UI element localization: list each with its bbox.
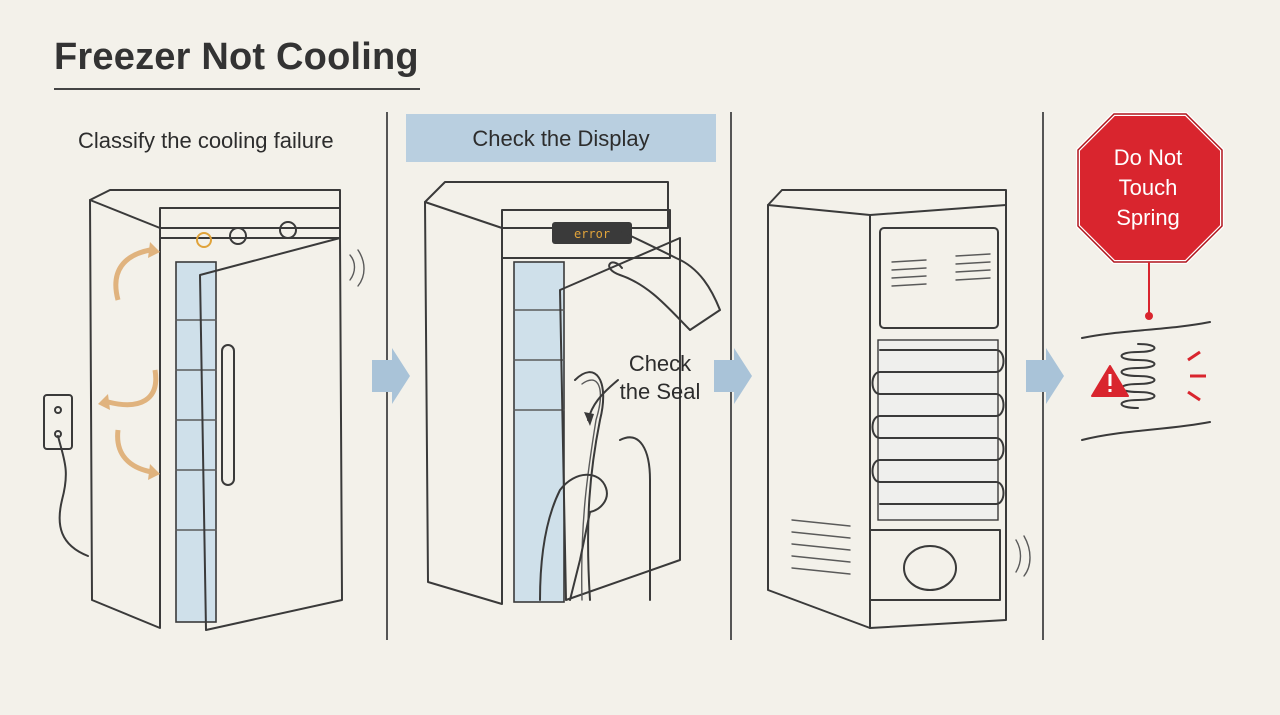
light-icon [196,232,212,248]
title-underline [54,88,420,90]
wall-outlet-icon [43,394,89,557]
panel-2-caption: Check the Display [472,126,650,151]
warning-icon [1091,365,1129,397]
freezer-panel-2: error [424,181,721,605]
next-arrow-icon [714,348,752,404]
hand-icon [539,473,608,601]
freezer-panel-3 [767,189,1031,629]
stop-sign-text: Do Not Touch Spring [1113,145,1183,230]
airflow-arrow-icon [115,429,153,475]
dial-icon [279,221,297,239]
condenser-coils [871,339,1005,521]
next-arrow-icon [1026,348,1064,404]
freezer-panel-4 [1076,112,1224,441]
door-seal [574,371,605,601]
hand-icon [608,231,721,331]
panel-1-caption: Classify the cooling failure [78,128,334,153]
next-arrow-icon [372,348,410,404]
page-title: Freezer Not Cooling [54,36,419,78]
error-display [552,222,632,244]
airflow-arrow-icon [107,369,159,408]
seal-annotation: Check the Seal [619,351,701,404]
freezer-panel-1 [43,189,365,631]
compressor-icon [903,545,957,591]
dial-icon [229,227,247,245]
error-display-text: error [574,227,610,241]
panel-2-caption-box: Check the Display [406,114,716,162]
airflow-arrow-icon [113,247,151,301]
spring-icon [1120,343,1156,409]
